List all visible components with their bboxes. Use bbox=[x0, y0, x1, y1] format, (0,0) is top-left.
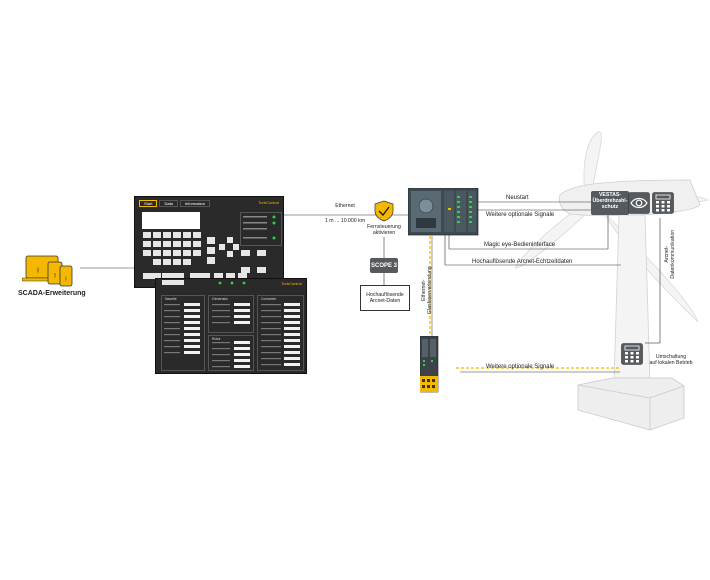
ethernet-range: 1 m ... 10.000 km bbox=[324, 218, 366, 224]
arcnet-comm-label: Arcnet- Datenkommunikation bbox=[664, 214, 676, 294]
remote-line-1: Fernsteuerung bbox=[367, 224, 401, 230]
svg-text:ı̣: ı̣ bbox=[37, 265, 39, 274]
vestas-line-3: schutz bbox=[601, 203, 619, 210]
fiber-line-2: Glasfaserverbindung bbox=[427, 266, 433, 315]
hires-line-2: Arcnet-Daten bbox=[369, 298, 401, 304]
switch-label: Umschaltung auf lokalen Betrieb bbox=[636, 354, 706, 366]
ethernet-title: Ethernet bbox=[335, 203, 355, 209]
fiber-label: Ethernet- Glasfaserverbindung bbox=[421, 255, 433, 325]
label-restart: Neustart bbox=[506, 195, 529, 201]
label-optional-signals-1: Weitere optionale Signale bbox=[486, 212, 555, 218]
data-column-rotor: Rotor bbox=[208, 335, 254, 371]
io-module bbox=[420, 336, 439, 393]
remote-line-2: aktivieren bbox=[372, 230, 396, 237]
data-screen-bottom: TurbControl Nacelle Generator Rotor Conv… bbox=[155, 273, 307, 374]
svg-text:ı̣: ı̣ bbox=[65, 276, 67, 282]
connector-lines bbox=[80, 201, 661, 373]
data-column-converter: Converter bbox=[257, 295, 304, 371]
column-title-nacelle: Nacelle bbox=[165, 297, 177, 301]
turbine-blades bbox=[514, 131, 709, 323]
screen-top-brand: TurbControl bbox=[258, 200, 279, 205]
column-title-converter: Converter bbox=[261, 297, 277, 301]
hires-arcnet-box: Hochauflösende Arcnet-Daten bbox=[360, 285, 410, 311]
screen-top-tabs: Start Data Information bbox=[139, 200, 210, 207]
label-optional-signals-2: Weitere optionale Signale bbox=[486, 364, 555, 370]
screen-status-leds bbox=[241, 215, 276, 273]
svg-text:ı̣: ı̣ bbox=[54, 272, 56, 279]
tower-keypad-icon[interactable] bbox=[621, 343, 643, 365]
label-arcnet-realtime: Hochauflösende Arcnet-Echtzeitdaten bbox=[472, 259, 573, 265]
label-magic-eye: Magic eye-Bedieninterface bbox=[484, 242, 556, 248]
remote-control-label: Fernsteuerung aktivieren bbox=[354, 224, 414, 236]
vestas-line-2: Überdrehzahl- bbox=[592, 197, 628, 204]
data-column-nacelle: Nacelle bbox=[161, 295, 205, 371]
data-column-generator: Generator bbox=[208, 295, 254, 333]
arcnet-comm-line-2: Datenkommunikation bbox=[670, 229, 676, 279]
keypad-panel-icon[interactable] bbox=[652, 192, 674, 214]
scada-label: SCADA-Erweiterung bbox=[18, 290, 86, 297]
scada-devices-icon: ı̣ ı̣ ı̣ bbox=[22, 255, 73, 287]
screen-text-field bbox=[142, 212, 200, 229]
screen-value-fields bbox=[164, 303, 300, 368]
vestas-box: VESTAS- Überdrehzahl- schutz bbox=[591, 191, 629, 215]
eye-icon[interactable] bbox=[628, 192, 650, 214]
controller-rack bbox=[408, 188, 479, 236]
turbine-foundation bbox=[577, 377, 685, 431]
shield-check-icon[interactable] bbox=[374, 200, 394, 222]
column-title-rotor: Rotor bbox=[212, 337, 221, 341]
screen-status-panel bbox=[240, 212, 282, 246]
screen-keypad[interactable] bbox=[141, 232, 241, 288]
control-screen-top: Start Data Information TurbControl bbox=[134, 196, 284, 288]
tab-information[interactable]: Information bbox=[179, 200, 210, 207]
ethernet-label: Ethernet bbox=[318, 203, 372, 209]
screen-bottom-buttons[interactable] bbox=[160, 271, 265, 293]
hires-line-1: Hochauflösende bbox=[366, 291, 404, 298]
tab-start[interactable]: Start bbox=[139, 200, 158, 207]
switch-line-1: Umschaltung bbox=[655, 354, 687, 360]
column-title-generator: Generator bbox=[212, 297, 228, 301]
vestas-line-1: VESTAS- bbox=[598, 192, 622, 198]
switch-line-2: auf lokalen Betrieb bbox=[649, 360, 693, 367]
screen-bottom-brand: TurbControl bbox=[281, 281, 302, 286]
tab-data[interactable]: Data bbox=[159, 200, 178, 207]
scope3-box: SCOPE 3 bbox=[370, 258, 398, 273]
